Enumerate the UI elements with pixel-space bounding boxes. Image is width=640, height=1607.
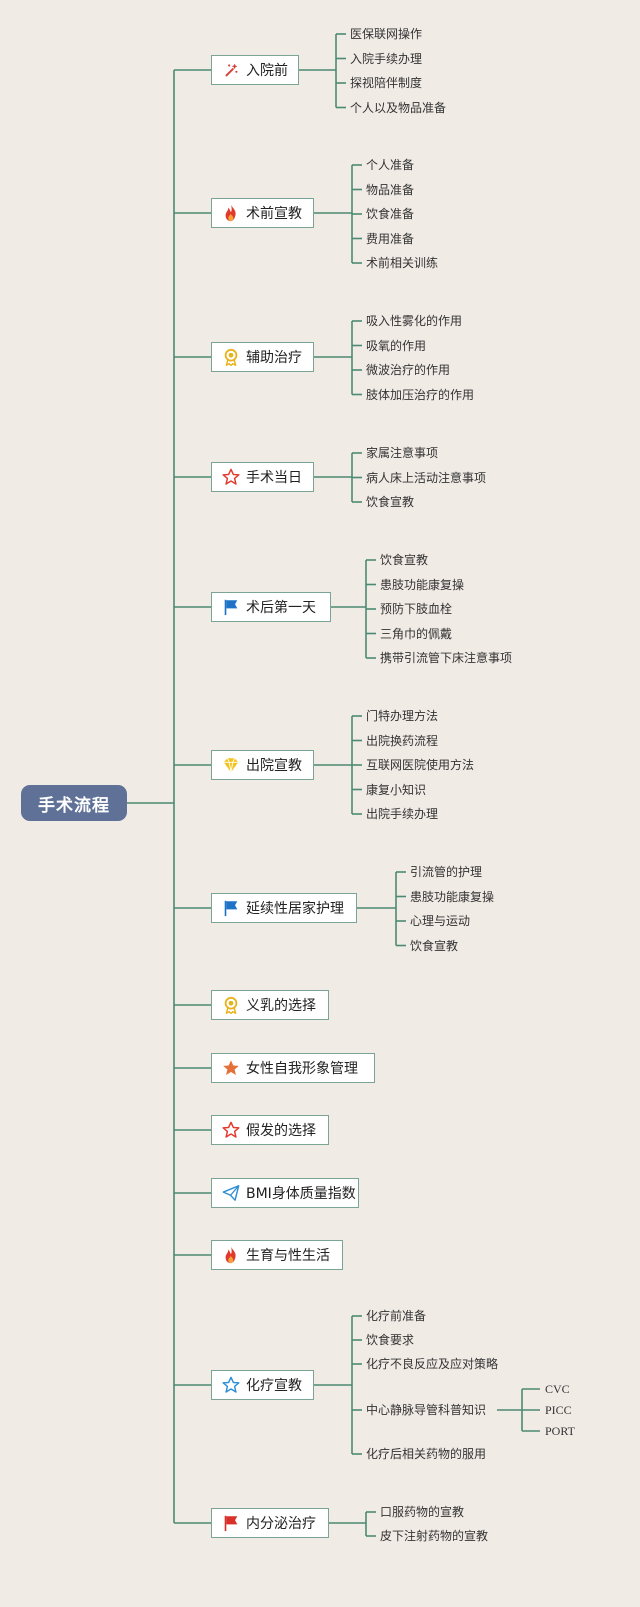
branch-node[interactable]: 化疗宣教 <box>211 1370 314 1400</box>
leaf-item[interactable]: 化疗不良反应及应对策略 <box>366 1357 499 1371</box>
branch-label: 入院前 <box>246 63 288 79</box>
leaf-item[interactable]: 引流管的护理 <box>410 865 483 879</box>
leaf-item[interactable]: 费用准备 <box>366 231 415 246</box>
diamond-icon <box>222 756 240 774</box>
leaf-item[interactable]: 化疗前准备 <box>366 1309 427 1323</box>
branch-node[interactable]: 内分泌治疗 <box>211 1508 329 1538</box>
wand-icon <box>222 61 240 79</box>
root-node[interactable]: 手术流程 <box>21 785 127 821</box>
leaf-item[interactable]: 肢体加压治疗的作用 <box>366 387 475 402</box>
sub-leaf-item[interactable]: PICC <box>545 1403 572 1417</box>
leaf-item[interactable]: 饮食宣教 <box>366 495 415 509</box>
fire-icon <box>222 1246 240 1264</box>
branch-node[interactable]: 术前宣教 <box>211 198 314 228</box>
leaf-item[interactable]: 吸入性雾化的作用 <box>366 314 463 328</box>
branch-label: 辅助治疗 <box>246 350 302 366</box>
sub-leaf-item[interactable]: CVC <box>545 1382 570 1396</box>
star-blue-icon <box>222 1376 240 1394</box>
branch-label: 化疗宣教 <box>246 1378 302 1394</box>
branch-node[interactable]: 入院前 <box>211 55 299 85</box>
leaf-item[interactable]: 微波治疗的作用 <box>366 363 451 377</box>
branch-node[interactable]: 义乳的选择 <box>211 990 329 1020</box>
branch-node[interactable]: 手术当日 <box>211 462 314 492</box>
leaf-item[interactable]: 门特办理方法 <box>366 709 439 723</box>
flag-blue-icon <box>222 598 240 616</box>
flag-red-icon <box>222 1514 240 1532</box>
branch-node[interactable]: 延续性居家护理 <box>211 893 357 923</box>
branch-node[interactable]: 假发的选择 <box>211 1115 329 1145</box>
branch-label: 假发的选择 <box>246 1123 316 1139</box>
branch-label: 生育与性生活 <box>246 1248 330 1264</box>
paper-plane-icon <box>222 1184 240 1202</box>
branch-node[interactable]: 出院宣教 <box>211 750 314 780</box>
leaf-item[interactable]: 患肢功能康复操 <box>380 577 465 592</box>
medal-icon <box>222 996 240 1014</box>
leaf-item[interactable]: 康复小知识 <box>366 782 427 797</box>
leaf-item[interactable]: 化疗后相关药物的服用 <box>366 1447 487 1461</box>
leaf-item[interactable]: 饮食宣教 <box>410 938 459 953</box>
leaf-item[interactable]: 个人以及物品准备 <box>350 100 447 115</box>
sub-leaf-item[interactable]: PORT <box>545 1424 575 1438</box>
leaf-item[interactable]: 个人准备 <box>366 158 415 172</box>
leaf-item[interactable]: 入院手续办理 <box>350 51 423 66</box>
branch-node[interactable]: 辅助治疗 <box>211 342 314 372</box>
branch-node[interactable]: 女性自我形象管理 <box>211 1053 375 1083</box>
branch-label: BMI身体质量指数 <box>246 1186 356 1202</box>
leaf-item[interactable]: 中心静脉导管科普知识 <box>366 1403 487 1417</box>
leaf-item[interactable]: 皮下注射药物的宣教 <box>380 1529 489 1543</box>
flag-blue-icon <box>222 899 240 917</box>
leaf-item[interactable]: 出院手续办理 <box>366 807 439 821</box>
leaf-item[interactable]: 探视陪伴制度 <box>350 76 423 90</box>
leaf-item[interactable]: 吸氧的作用 <box>366 338 427 353</box>
leaf-item[interactable]: 物品准备 <box>366 182 415 197</box>
branch-node[interactable]: BMI身体质量指数 <box>211 1178 359 1208</box>
leaf-item[interactable]: 家属注意事项 <box>366 446 439 460</box>
leaf-item[interactable]: 出院换药流程 <box>366 733 439 748</box>
branch-label: 手术当日 <box>246 470 302 486</box>
medal-icon <box>222 348 240 366</box>
leaf-item[interactable]: 携带引流管下床注意事项 <box>380 651 513 665</box>
leaf-item[interactable]: 术前相关训练 <box>366 256 439 270</box>
branch-label: 义乳的选择 <box>246 998 316 1014</box>
leaf-item[interactable]: 三角巾的佩戴 <box>380 626 453 641</box>
branch-label: 术后第一天 <box>246 600 316 616</box>
branch-node[interactable]: 生育与性生活 <box>211 1240 343 1270</box>
leaf-item[interactable]: 饮食准备 <box>366 207 415 221</box>
leaf-item[interactable]: 心理与运动 <box>410 914 471 928</box>
star-outline-icon <box>222 1121 240 1139</box>
branch-node[interactable]: 术后第一天 <box>211 592 331 622</box>
leaf-item[interactable]: 口服药物的宣教 <box>380 1505 465 1519</box>
star-filled-icon <box>222 1059 240 1077</box>
leaf-item[interactable]: 饮食要求 <box>366 1333 415 1347</box>
leaf-item[interactable]: 医保联网操作 <box>350 27 423 41</box>
fire-icon <box>222 204 240 222</box>
branch-label: 内分泌治疗 <box>246 1516 316 1532</box>
branch-label: 术前宣教 <box>246 206 302 222</box>
branch-label: 女性自我形象管理 <box>246 1061 358 1077</box>
leaf-item[interactable]: 预防下肢血栓 <box>380 602 453 616</box>
branch-label: 延续性居家护理 <box>246 901 344 917</box>
branch-label: 出院宣教 <box>246 758 302 774</box>
star-outline-icon <box>222 468 240 486</box>
leaf-item[interactable]: 饮食宣教 <box>380 553 429 567</box>
leaf-item[interactable]: 互联网医院使用方法 <box>366 758 475 772</box>
leaf-item[interactable]: 患肢功能康复操 <box>410 889 495 904</box>
leaf-item[interactable]: 病人床上活动注意事项 <box>366 470 487 485</box>
